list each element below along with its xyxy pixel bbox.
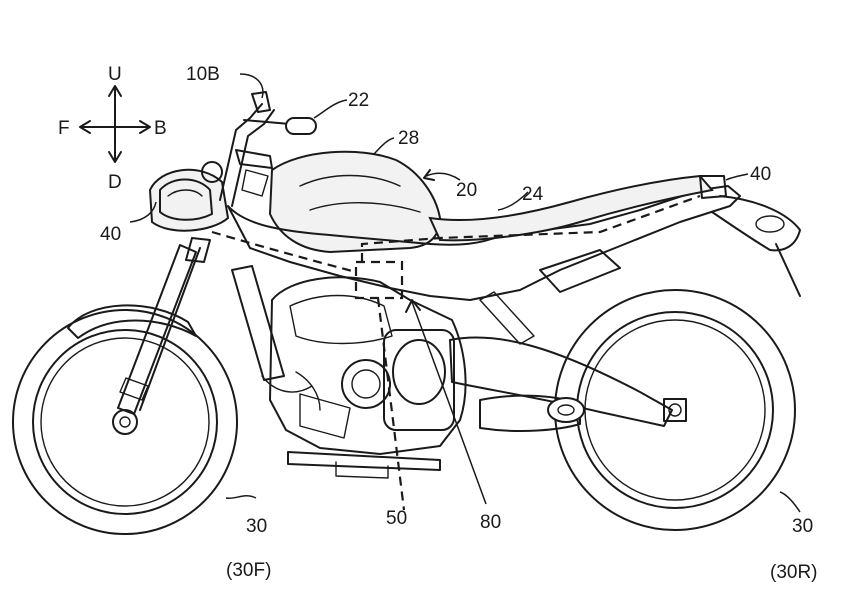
front-fender — [67, 304, 197, 339]
label-controller: 50 — [386, 508, 407, 529]
label-grip: 22 — [348, 90, 369, 111]
label-front-wheel-sub: (30F) — [226, 560, 271, 581]
label-handlebar-system: 10B — [186, 64, 220, 85]
swingarm — [449, 249, 673, 427]
label-rear-wheel-number: 30 — [792, 516, 813, 537]
label-engine: 80 — [480, 512, 501, 533]
label-seat: 24 — [522, 184, 544, 205]
radiator — [231, 265, 313, 393]
direction-up-label: U — [108, 64, 122, 85]
fuel-tank — [268, 150, 442, 254]
frame — [227, 185, 741, 301]
direction-back-label: B — [154, 118, 167, 139]
direction-indicator — [79, 85, 151, 163]
direction-down-label: D — [108, 172, 122, 193]
label-front-wheel-number: 30 — [246, 516, 267, 537]
seat — [428, 174, 714, 242]
front-wheel — [12, 309, 238, 535]
label-fuel-tank: 28 — [398, 128, 419, 149]
exhaust — [479, 394, 585, 432]
direction-front-label: F — [58, 118, 70, 139]
handlebar — [219, 91, 317, 207]
label-rear-wheel-sub: (30R) — [770, 562, 818, 583]
tail — [699, 175, 801, 297]
engine — [269, 276, 467, 479]
label-front-lamp: 40 — [100, 224, 121, 245]
front-fork — [117, 237, 211, 415]
leader-lines — [129, 73, 801, 513]
label-rear-lamp: 40 — [750, 164, 771, 185]
controller-box — [354, 260, 404, 300]
label-body: 20 — [456, 180, 477, 201]
wiring — [211, 194, 701, 511]
front-lamp — [148, 161, 230, 232]
